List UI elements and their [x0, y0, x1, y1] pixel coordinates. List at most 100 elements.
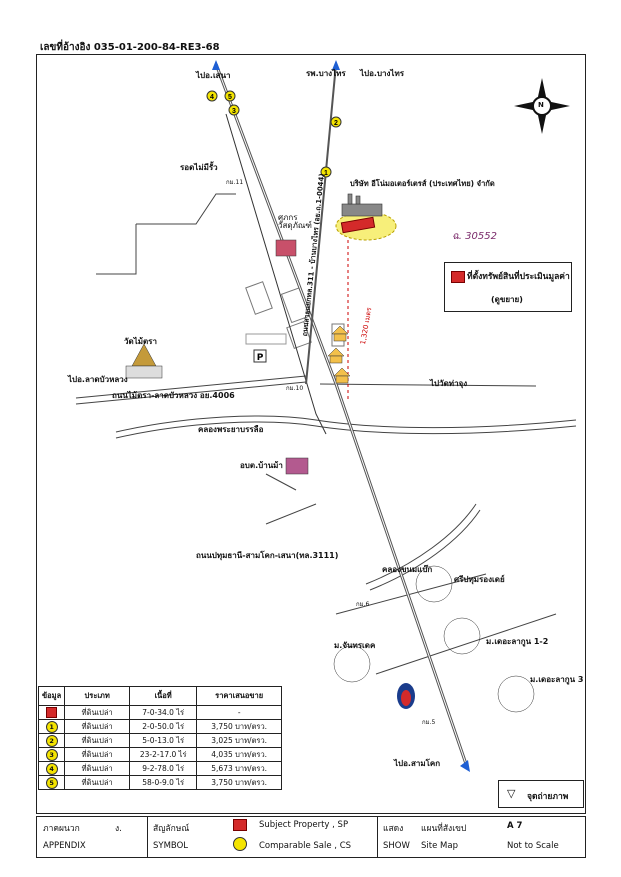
comparable-5-marker: 5	[224, 90, 236, 102]
table-cell-area: 58-0-9.0 ไร่	[129, 775, 198, 790]
footer: ภาคผนวก ง. APPENDIX สัญลักษณ์ SYMBOL Sub…	[36, 816, 586, 858]
table-cell-area: 7-0-34.0 ไร่	[129, 705, 198, 720]
label-company: บริษัท อีโน่มอเตอร์เตรส์ (ประเทศไทย) จำก…	[350, 179, 495, 188]
table-cell-price: 4,035 บาท/ตรว.	[196, 747, 283, 762]
table-cell-type: ที่ดินเปล่า	[64, 705, 131, 720]
subject-square-icon	[46, 707, 58, 718]
comparable-circle-icon: 3	[45, 748, 58, 761]
arrow-bangsai	[332, 60, 340, 70]
label-m-chanthakhet: ม.จันทรเดค	[334, 641, 376, 650]
house-icon	[327, 325, 351, 384]
canal-phraya-banlue	[115, 415, 577, 433]
road-to-latbualuang-2	[75, 381, 307, 405]
label-road-3111: ถนนปทุมธานี-สามโคก-เสนา(ทล.3111)	[196, 551, 339, 560]
north-label: N	[538, 101, 544, 109]
north-arrow-icon	[514, 78, 570, 134]
comparable-5-label: 5	[228, 94, 232, 101]
railway	[225, 113, 327, 435]
map-en: Site Map	[421, 841, 458, 851]
label-sripathum: ศรีปทุมรองเดย์	[454, 575, 505, 584]
table-cell-id: 2	[37, 733, 66, 748]
table-cell-type: ที่ดินเปล่า	[64, 761, 131, 776]
building-block	[245, 281, 273, 315]
subject-legend-swatch	[451, 271, 465, 283]
canal-phraya-banlue-2	[115, 421, 577, 439]
label-wat-maitra: วัดไม้ตรา	[124, 337, 157, 346]
table-cell-id: 3	[37, 747, 66, 762]
sao-building-icon	[285, 457, 309, 475]
table-cell-id: 4	[37, 761, 66, 776]
map-frame	[36, 54, 586, 814]
comparable-symbol-label: Comparable Sale , CS	[259, 841, 352, 851]
comparable-table: ข้อมูล ประเภท เนื้อที่ ราคาเสนอขาย ที่ดิ…	[37, 686, 283, 790]
table-header-type: ประเภท	[64, 686, 131, 706]
table-cell-id: 5	[37, 775, 66, 790]
comparable-circle-icon: 1	[45, 720, 58, 733]
table-cell-id	[37, 705, 66, 720]
comparable-markers: 1 2 3 4 5	[206, 90, 342, 178]
table-cell-type: ที่ดินเปล่า	[64, 733, 131, 748]
label-to-bangsai: ไปอ.บางไทร	[360, 69, 405, 78]
symbol-th: สัญลักษณ์	[153, 824, 190, 834]
table-cell-type: ที่ดินเปล่า	[64, 775, 131, 790]
label-m-lagoon-3: ม.เดอะลากูน 3	[530, 675, 584, 684]
page-number: A 7	[507, 821, 523, 831]
legend-title: ที่ตั้งทรัพย์สินที่ประเมินมูลค่า	[467, 272, 570, 282]
comparable-3-label: 3	[232, 108, 236, 115]
road-to-watchum	[319, 383, 537, 387]
table-cell-type: ที่ดินเปล่า	[64, 747, 131, 762]
table-header-price: ราคาเสนอขาย	[196, 686, 283, 706]
table-cell-type: ที่ดินเปล่า	[64, 719, 131, 734]
legend-box: ที่ตั้งทรัพย์สินที่ประเมินมูลค่า (ดูขยาย…	[444, 262, 572, 312]
arrow-sena	[212, 60, 220, 70]
label-to-sena: ไปอ.เสนา	[196, 71, 231, 80]
road-west-lower-2	[265, 503, 317, 525]
bank-logo-icon	[245, 333, 287, 345]
label-to-watchum: ไปวัดท่าจุง	[430, 379, 468, 388]
show-en: SHOW	[383, 841, 410, 851]
factory-icon	[341, 193, 383, 217]
table-cell-area: 5-0-13.0 ไร่	[129, 733, 198, 748]
label-km10: กม.10	[286, 385, 304, 392]
site-map: 1 2 3 4 5 P	[75, 60, 577, 772]
map-th: แผนที่สังเขป	[421, 824, 467, 834]
scale-note: Not to Scale	[507, 841, 559, 851]
reference-number: เลขที่อ้างอิง 035-01-200-84-RE3-68	[40, 42, 220, 53]
comparable-3-marker: 3	[228, 104, 240, 116]
label-m-lagoon-12: ม.เดอะลากูน 1-2	[486, 637, 549, 646]
comparable-circle-icon: 4	[45, 762, 58, 775]
ptt-logo-icon	[397, 683, 415, 709]
road-side-left	[96, 224, 137, 275]
table-cell-area: 9-2-78.0 ไร่	[129, 761, 198, 776]
road-to-bangsai	[305, 63, 337, 385]
canal-khanom	[365, 503, 477, 585]
highway-3111	[214, 63, 468, 765]
camera-direction-icon: ▽	[507, 787, 516, 800]
road-lagoon	[375, 613, 557, 675]
road-km6	[335, 573, 487, 615]
table-cell-price: 3,750 บาท/ตรว.	[196, 775, 283, 790]
road-west-lower	[265, 473, 297, 491]
svg-text:P: P	[257, 353, 264, 363]
hardware-store-icon	[275, 239, 297, 257]
road-side-left-2	[136, 193, 236, 225]
comparable-2-marker: 2	[330, 116, 342, 128]
table-header-area: เนื้อที่	[129, 686, 198, 706]
comparable-1-label: 1	[324, 170, 328, 177]
subject-symbol-label: Subject Property , SP	[259, 820, 349, 830]
label-km5: กม.5	[422, 719, 436, 726]
label-km11: กม.11	[226, 179, 244, 186]
comparable-circle-icon: 5	[45, 776, 58, 789]
comparable-4-marker: 4	[206, 90, 218, 102]
appendix-th: ภาคผนวก	[43, 824, 80, 834]
canal-khanom-2	[369, 509, 481, 591]
label-to-latbualuang: ไปอ.ลาดบัวหลวง	[68, 375, 128, 384]
road-to-latbualuang	[75, 375, 307, 399]
parking-icon: P	[253, 349, 267, 363]
appendix-letter: ง.	[115, 824, 122, 834]
